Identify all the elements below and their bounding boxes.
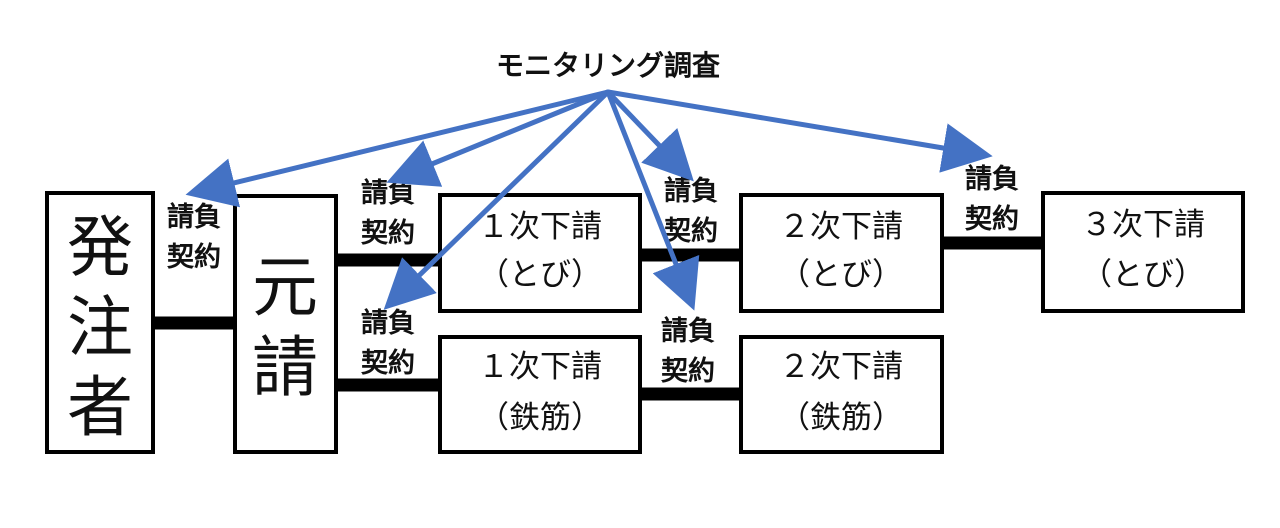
sub1-steel-line1: １次下請 (478, 349, 602, 385)
prime-contractor-label: 元 請 (252, 249, 318, 406)
sub1-steel-line2: （鉄筋） (478, 400, 602, 436)
sub2-tobi-line1: ２次下請 (779, 209, 903, 245)
sub3-tobi-box (1041, 191, 1245, 313)
sub1-tobi-line2: （とび） (478, 257, 602, 293)
contract-label-line2: 契約 (361, 217, 415, 249)
arrow-to-contract-prime-sub1-steel (383, 89, 611, 310)
contract-label-line1: 請負 (661, 315, 715, 347)
contract-label-sub1-sub2-steel: 請負 契約 (661, 315, 715, 387)
contract-label-line1: 請負 (965, 163, 1019, 195)
contract-label-line2: 契約 (664, 215, 718, 247)
sub1-tobi-box (438, 193, 642, 313)
entity-boxes (45, 191, 1245, 454)
contract-label-line1: 請負 (167, 201, 221, 233)
sub2-tobi-line2: （とび） (779, 257, 903, 293)
monitoring-arrows (185, 89, 993, 311)
sub1-steel-box (438, 335, 642, 454)
contract-label-line2: 契約 (167, 241, 221, 273)
client-label: 発 注 者 (67, 209, 133, 446)
sub2-steel-line1: ２次下請 (779, 349, 903, 385)
sub1-tobi-line1: １次下請 (478, 209, 602, 245)
prime-contractor-box (233, 194, 338, 454)
contract-label-client-prime: 請負 契約 (167, 201, 221, 273)
diagram-title: モニタリング調査 (496, 49, 720, 82)
arrow-to-contract-sub1-sub2-steel (605, 89, 700, 311)
client-char-2: 注 (67, 289, 133, 366)
contract-label-line1: 請負 (361, 177, 415, 209)
prime-char-2: 請 (252, 329, 318, 406)
sub3-tobi-line2: （とび） (1081, 257, 1205, 293)
contract-label-line1: 請負 (361, 307, 415, 339)
arrow-to-contract-prime-sub1-tobi (386, 89, 611, 187)
client-char-1: 発 (67, 209, 133, 286)
sub2-steel-line2: （鉄筋） (779, 400, 903, 436)
contract-label-line2: 契約 (965, 203, 1019, 235)
sub2-tobi-box (739, 193, 944, 313)
contract-label-sub1-sub2-tobi: 請負 契約 (664, 175, 718, 247)
contract-label-prime-sub1-steel: 請負 契約 (361, 307, 415, 379)
arrow-to-contract-sub2-sub3-tobi (605, 89, 993, 173)
arrow-to-contract-sub1-sub2-tobi (605, 89, 694, 182)
client-char-3: 者 (67, 369, 133, 446)
contract-label-line1: 請負 (664, 175, 718, 207)
sub2-steel-box (739, 335, 944, 454)
prime-char-1: 元 (252, 249, 318, 326)
client-box (45, 191, 155, 454)
sub3-tobi-line1: ３次下請 (1081, 207, 1205, 243)
contract-label-sub2-sub3-tobi: 請負 契約 (965, 163, 1019, 235)
contract-label-line2: 契約 (661, 355, 715, 387)
contract-label-line2: 契約 (361, 347, 415, 379)
contract-label-prime-sub1-tobi: 請負 契約 (361, 177, 415, 249)
